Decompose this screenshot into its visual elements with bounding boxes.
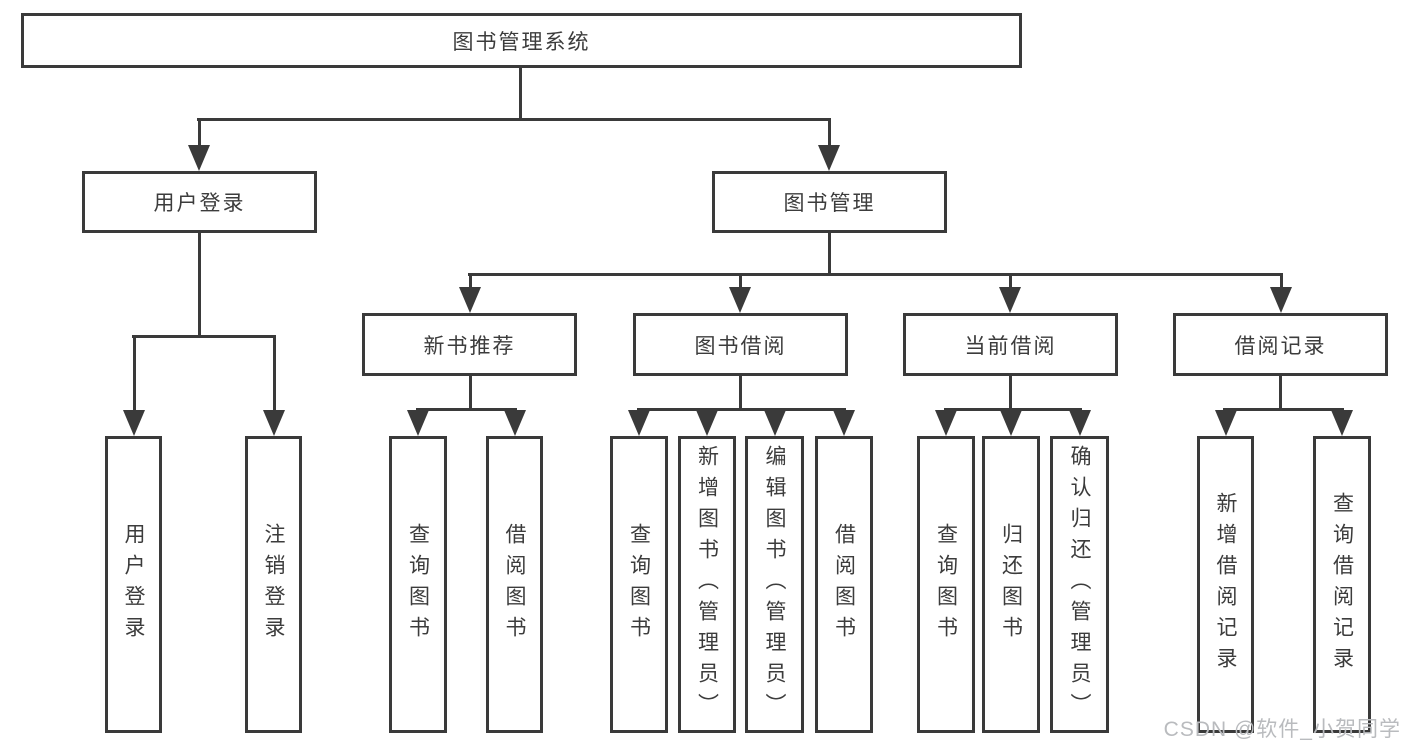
node-br-query-label: 查询借阅记录 xyxy=(1330,491,1354,678)
node-br-query: 查询借阅记录 xyxy=(1313,436,1371,733)
connector-level2-branch xyxy=(197,118,831,121)
node-new-book-rec: 新书推荐 xyxy=(362,313,577,376)
node-current-borrow-label: 当前借阅 xyxy=(964,334,1057,358)
connector-user-login-branch xyxy=(132,335,276,338)
connector-current-borrow-stem xyxy=(1009,376,1012,411)
node-bb-add: 新增图书（管理员） xyxy=(678,436,736,733)
node-cb-return-label: 归还图书 xyxy=(999,522,1023,647)
node-cb-confirm: 确认归还（管理员） xyxy=(1050,436,1109,733)
arrowhead-new-book-rec-icon xyxy=(459,287,481,313)
node-root-label: 图书管理系统 xyxy=(452,30,591,54)
arrowhead-borrow-records-icon xyxy=(1270,287,1292,313)
node-leaf-user-login-label: 用户登录 xyxy=(122,522,145,647)
connector-current-borrow-drop xyxy=(1009,273,1012,290)
arrowhead-cb-return-icon xyxy=(1000,410,1022,436)
node-borrow-records: 借阅记录 xyxy=(1173,313,1388,376)
arrowhead-bb-borrow-icon xyxy=(833,410,855,436)
connector-user-login-drop xyxy=(198,118,201,148)
connector-book-borrow-branch xyxy=(637,408,846,411)
arrowhead-bb-edit-icon xyxy=(764,410,786,436)
arrowhead-bb-add-icon xyxy=(696,410,718,436)
node-cb-return: 归还图书 xyxy=(982,436,1040,733)
csdn-watermark: CSDN @软件_小贺同学 xyxy=(1163,718,1401,741)
node-leaf-user-login: 用户登录 xyxy=(105,436,162,733)
node-br-add-label: 新增借阅记录 xyxy=(1214,491,1237,678)
node-book-mgmt-label: 图书管理 xyxy=(783,192,876,215)
connector-level3-branch xyxy=(468,273,1283,276)
connector-borrow-records-stem xyxy=(1279,376,1282,411)
node-book-borrow-label: 图书借阅 xyxy=(694,334,787,358)
connector-borrow-records-drop xyxy=(1280,273,1283,290)
node-bb-edit-label: 编辑图书（管理员） xyxy=(763,445,786,724)
arrowhead-book-mgmt-icon xyxy=(818,145,840,171)
connector-new-book-rec-drop xyxy=(469,273,472,290)
connector-leaf-user-login-drop xyxy=(133,335,136,412)
node-bb-edit: 编辑图书（管理员） xyxy=(745,436,804,733)
arrowhead-br-add-icon xyxy=(1215,410,1237,436)
arrowhead-cb-confirm-icon xyxy=(1069,410,1091,436)
connector-borrow-records-branch xyxy=(1223,408,1344,411)
node-bb-borrow-label: 借阅图书 xyxy=(832,522,856,647)
connector-book-mgmt-stem xyxy=(828,233,831,276)
node-rec-query-label: 查询图书 xyxy=(406,522,430,647)
arrowhead-bb-query-icon xyxy=(628,410,650,436)
node-book-borrow: 图书借阅 xyxy=(633,313,848,376)
arrowhead-cb-query-icon xyxy=(935,410,957,436)
arrowhead-br-query-icon xyxy=(1331,410,1353,436)
arrowhead-leaf-logout-icon xyxy=(263,410,285,436)
node-br-add: 新增借阅记录 xyxy=(1197,436,1254,733)
node-rec-query: 查询图书 xyxy=(389,436,447,733)
connector-book-borrow-stem xyxy=(739,376,742,411)
node-leaf-logout: 注销登录 xyxy=(245,436,302,733)
node-bb-query-label: 查询图书 xyxy=(627,522,651,647)
node-rec-borrow-label: 借阅图书 xyxy=(503,522,526,647)
connector-book-borrow-drop xyxy=(739,273,742,290)
node-new-book-rec-label: 新书推荐 xyxy=(423,334,516,358)
node-rec-borrow: 借阅图书 xyxy=(486,436,543,733)
node-bb-add-label: 新增图书（管理员） xyxy=(695,445,719,724)
node-current-borrow: 当前借阅 xyxy=(903,313,1118,376)
node-cb-confirm-label: 确认归还（管理员） xyxy=(1068,445,1091,724)
node-cb-query: 查询图书 xyxy=(917,436,975,733)
connector-current-borrow-branch xyxy=(944,408,1082,411)
arrowhead-leaf-user-login-icon xyxy=(123,410,145,436)
node-book-mgmt: 图书管理 xyxy=(712,171,947,233)
node-borrow-records-label: 借阅记录 xyxy=(1234,334,1327,358)
arrowhead-book-borrow-icon xyxy=(729,287,751,313)
node-leaf-logout-label: 注销登录 xyxy=(262,522,285,647)
connector-new-book-rec-branch xyxy=(416,408,517,411)
connector-root-stem xyxy=(519,68,522,121)
arrowhead-rec-query-icon xyxy=(407,410,429,436)
node-user-login: 用户登录 xyxy=(82,171,317,233)
node-cb-query-label: 查询图书 xyxy=(934,522,958,647)
node-bb-borrow: 借阅图书 xyxy=(815,436,873,733)
node-bb-query: 查询图书 xyxy=(610,436,668,733)
connector-user-login-stem xyxy=(198,233,201,338)
arrowhead-user-login-icon xyxy=(188,145,210,171)
connector-book-mgmt-drop xyxy=(828,118,831,148)
connector-new-book-rec-stem xyxy=(469,376,472,411)
connector-leaf-logout-drop xyxy=(273,335,276,412)
node-user-login-label: 用户登录 xyxy=(153,192,246,215)
arrowhead-rec-borrow-icon xyxy=(504,410,526,436)
node-root: 图书管理系统 xyxy=(21,13,1022,68)
arrowhead-current-borrow-icon xyxy=(999,287,1021,313)
